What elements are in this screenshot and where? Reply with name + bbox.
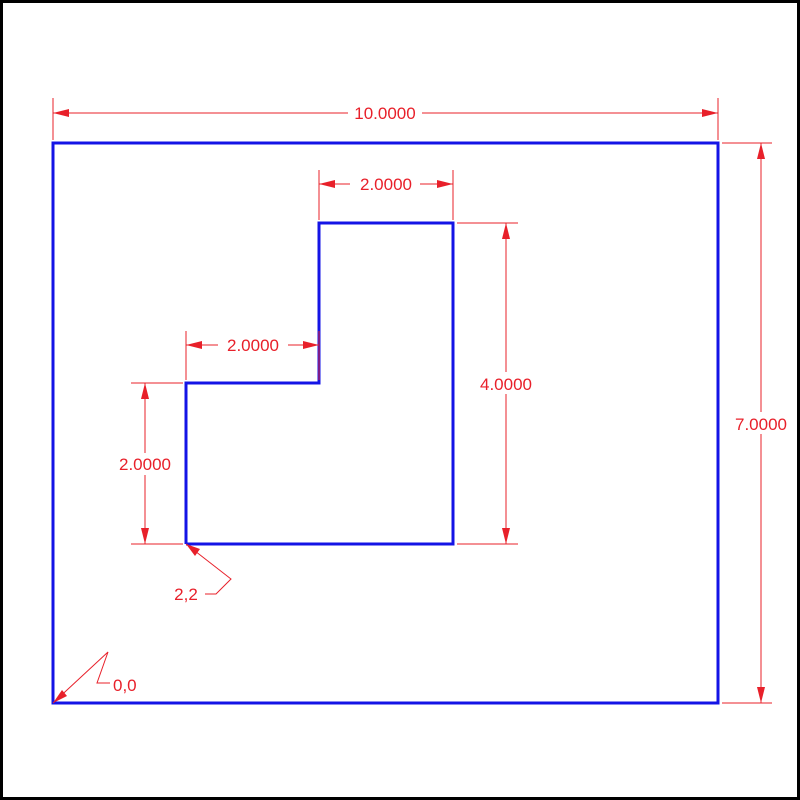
dimension-lower-step-height[interactable]: 2.0000 [110, 382, 183, 545]
dimension-text: 2.0000 [360, 175, 412, 194]
dimension-text: 2.0000 [119, 455, 171, 474]
point-label: 2,2 [174, 585, 198, 604]
dimension-overall-height[interactable]: 7.0000 [722, 142, 796, 704]
dimension-overall-width[interactable]: 10.0000 [52, 98, 719, 140]
dimension-lower-step-width[interactable]: 2.0000 [185, 331, 320, 380]
outer-rectangle[interactable] [51, 141, 720, 705]
leader-point-origin[interactable]: 0,0 [52, 651, 137, 704]
dimension-top-step-width[interactable]: 2.0000 [318, 170, 454, 220]
dimension-text: 10.0000 [354, 104, 415, 123]
leader-point-2-2[interactable]: 2,2 [174, 543, 232, 604]
inner-l-shape[interactable] [184, 221, 455, 546]
dimension-text: 7.0000 [735, 415, 787, 434]
point-label: 0,0 [113, 676, 137, 695]
dimension-inner-height[interactable]: 4.0000 [457, 222, 541, 545]
dimension-text: 2.0000 [227, 336, 279, 355]
dimension-text: 4.0000 [480, 375, 532, 394]
